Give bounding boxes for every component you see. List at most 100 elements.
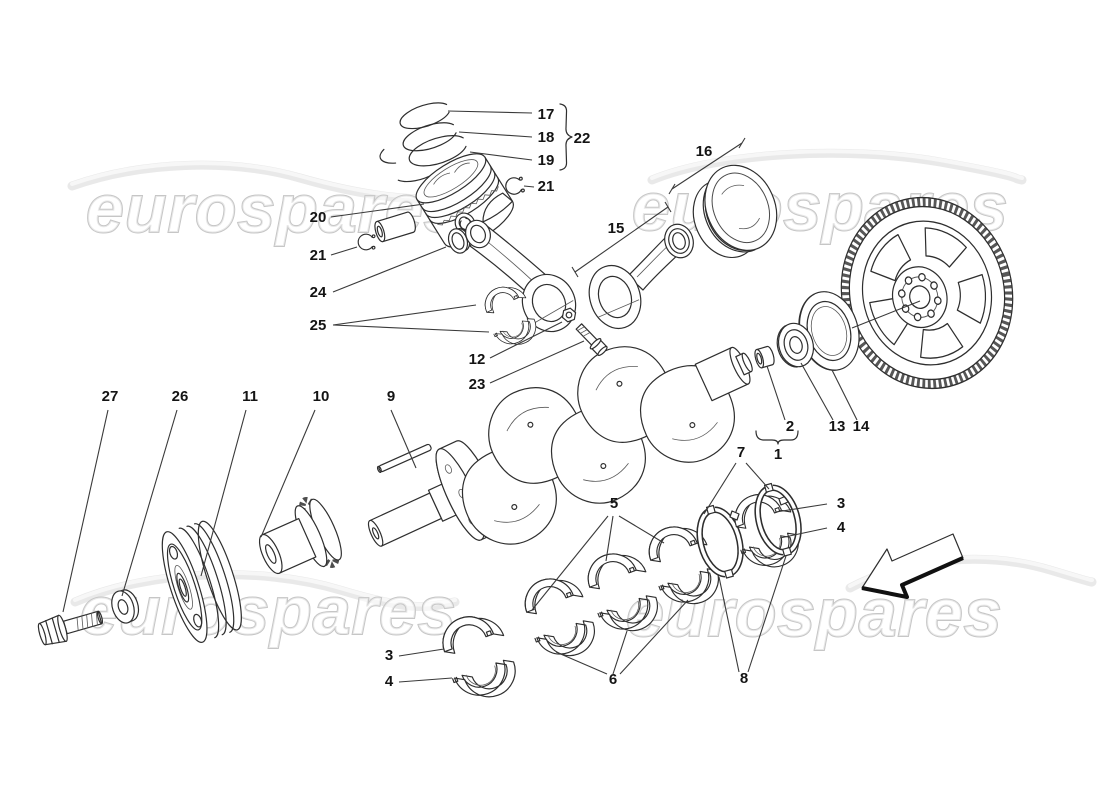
callout-label-c6: 6 xyxy=(609,671,617,688)
leader-line-c10 xyxy=(260,409,316,538)
leader-line-c3-right xyxy=(775,503,828,513)
bracket-group-1 xyxy=(755,430,799,445)
callout-label-c16: 16 xyxy=(696,143,713,160)
callout-label-c5: 5 xyxy=(610,495,618,512)
leader-line-c5 xyxy=(531,515,609,611)
leader-line-c27 xyxy=(62,409,109,613)
timing-gear xyxy=(258,496,342,575)
leader-line-c9 xyxy=(390,409,417,469)
callout-label-c8: 8 xyxy=(740,670,748,687)
rod-nut xyxy=(561,307,577,323)
leader-line-c6 xyxy=(619,599,689,675)
rod-bolt xyxy=(575,323,608,356)
leader-line-c18 xyxy=(458,131,533,138)
leader-line-c7 xyxy=(745,462,770,490)
leader-line-c15 xyxy=(574,206,669,273)
callout-label-c3-left: 3 xyxy=(385,647,393,664)
leader-line-c11 xyxy=(200,409,247,577)
leader-line-c15 xyxy=(664,201,672,213)
car-silhouette-bottom-left-highlight xyxy=(73,570,457,607)
callout-label-c23: 23 xyxy=(469,376,486,393)
left-piston xyxy=(415,153,514,248)
leader-line-c14 xyxy=(831,369,858,421)
brace-17-19 xyxy=(559,103,573,171)
leader-line-c6 xyxy=(555,651,608,675)
crankshaft-key xyxy=(376,443,432,473)
callout-label-c12: 12 xyxy=(469,351,486,368)
leader-line-flywheel-ref xyxy=(851,300,921,329)
callout-label-c1: 1 xyxy=(774,446,782,463)
callout-label-c2: 2 xyxy=(786,418,794,435)
thrust-ring-right xyxy=(754,482,802,557)
callout-label-c11: 11 xyxy=(242,388,258,405)
callout-label-c21-left: 21 xyxy=(310,247,327,264)
callout-label-c10: 10 xyxy=(313,388,330,405)
leader-line-c5 xyxy=(618,515,665,544)
leader-line-c5 xyxy=(605,515,614,562)
circlip-top xyxy=(505,176,525,195)
callout-label-c25: 25 xyxy=(310,317,327,334)
leader-line-c26 xyxy=(121,409,178,597)
pulley-washer xyxy=(111,589,140,624)
leader-line-c25 xyxy=(332,304,477,326)
watermark-text-top-left: eurospares xyxy=(86,171,463,247)
spacer-bushing xyxy=(754,345,775,369)
leader-line-c19 xyxy=(469,151,533,161)
leader-line-c25 xyxy=(332,324,490,333)
car-silhouette-bottom-left xyxy=(70,570,460,611)
leader-line-c4-left xyxy=(398,677,453,683)
callout-label-c26: 26 xyxy=(172,388,189,405)
right-piston xyxy=(692,164,778,259)
watermark-text-bottom-right: eurospares xyxy=(626,575,1003,651)
crankshaft xyxy=(367,346,753,547)
right-connecting-rod xyxy=(588,223,694,329)
callout-label-c13: 13 xyxy=(829,418,846,435)
leader-line-c8 xyxy=(718,576,740,673)
callout-label-c18: 18 xyxy=(538,129,555,146)
leader-line-c21-left xyxy=(330,246,358,256)
callout-label-c27: 27 xyxy=(102,388,119,405)
leader-line-c3-left xyxy=(398,648,445,657)
callout-label-c15: 15 xyxy=(608,220,625,237)
leader-line-c16 xyxy=(671,142,743,190)
flywheel xyxy=(840,196,1014,390)
callout-label-c3-right: 3 xyxy=(837,495,845,512)
leader-line-c16 xyxy=(668,183,676,195)
leader-line-c21-top xyxy=(523,185,535,188)
leader-line-c6 xyxy=(612,630,628,675)
callout-label-c4-left: 4 xyxy=(385,673,394,690)
leader-line-c8 xyxy=(747,555,787,673)
piston-pin xyxy=(374,211,416,243)
callout-label-c19: 19 xyxy=(538,152,555,169)
leader-line-c4-right xyxy=(779,527,828,539)
watermark-text-bottom-left: eurospares xyxy=(80,573,457,649)
leader-line-c24 xyxy=(332,246,447,293)
circlip-left xyxy=(357,233,376,251)
leader-line-c7 xyxy=(703,462,737,515)
leader-line-c15 xyxy=(571,266,579,278)
callout-label-c21-top: 21 xyxy=(538,178,555,195)
left-connecting-rod xyxy=(465,219,577,333)
callout-label-c9: 9 xyxy=(387,388,395,405)
leader-line-c16 xyxy=(738,137,746,149)
pulley-bolt xyxy=(37,610,104,646)
leader-line-c23 xyxy=(489,340,585,384)
thrust-ring-left xyxy=(696,504,744,579)
callout-label-c7: 7 xyxy=(737,444,745,461)
leader-line-c17 xyxy=(447,110,533,114)
piston-rings xyxy=(379,102,467,183)
leader-line-c2 xyxy=(766,365,786,421)
thrust-bearing-group xyxy=(696,482,806,579)
leader-line-c13 xyxy=(800,362,834,421)
callout-label-c17: 17 xyxy=(538,106,555,123)
callout-label-c20: 20 xyxy=(310,209,327,226)
callout-label-c4-right: 4 xyxy=(837,519,846,536)
callout-label-c24: 24 xyxy=(310,284,327,301)
crankshaft-pulley xyxy=(161,520,242,643)
direction-arrow-icon xyxy=(861,533,964,599)
pilot-bearing xyxy=(776,322,815,368)
leader-line-c12 xyxy=(489,321,563,359)
